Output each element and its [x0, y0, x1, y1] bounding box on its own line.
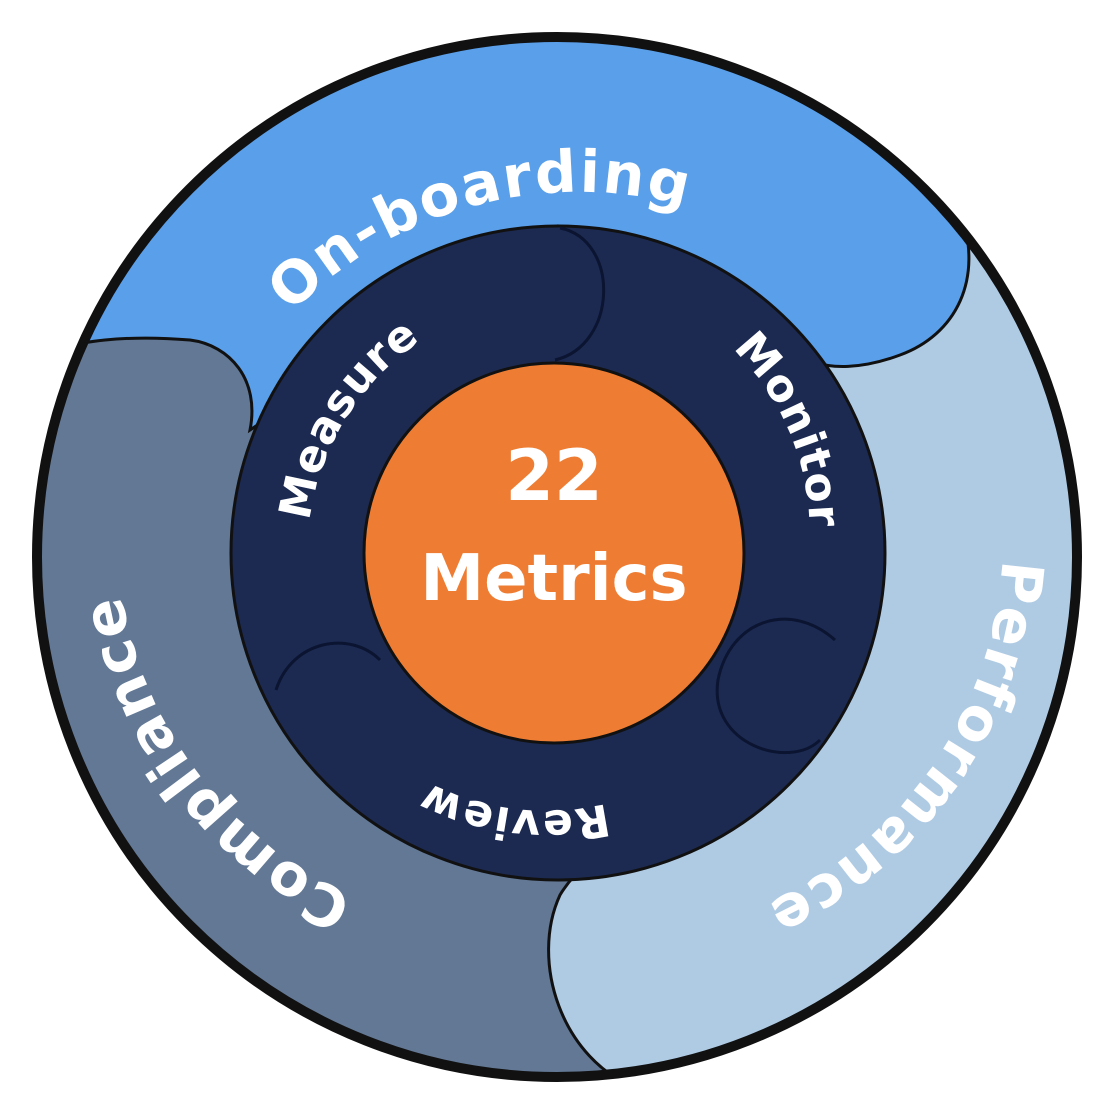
center-number: 22 [505, 435, 602, 517]
center-circle [362, 361, 746, 745]
inner-divider-right [715, 617, 836, 755]
outer-border [32, 32, 1082, 1082]
inner-divider-top [554, 226, 606, 362]
center-word: Metrics [420, 542, 687, 616]
inner-divider-left [274, 641, 382, 691]
